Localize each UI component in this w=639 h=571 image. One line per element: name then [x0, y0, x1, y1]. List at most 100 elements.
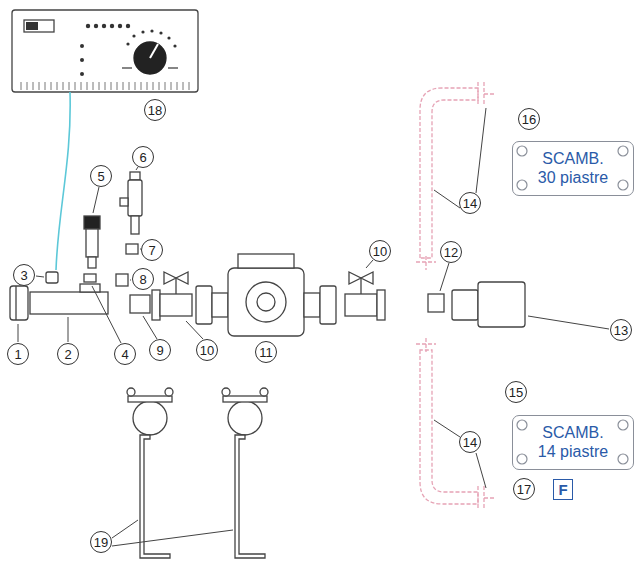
pipe-kit [416, 82, 496, 510]
callout-circle: 16 [518, 108, 540, 130]
pump-union [212, 293, 228, 317]
clamp-bolt [260, 388, 268, 396]
callout-number: 15 [509, 386, 523, 399]
clamp-ring [228, 401, 262, 435]
callout-circle: 5 [90, 165, 112, 187]
clamp-bolt [165, 388, 173, 396]
end-cap [10, 286, 28, 320]
callout-number: 6 [139, 151, 146, 164]
callout-circle: 10 [369, 240, 391, 262]
scale-tick [168, 67, 178, 68]
scale-tick [122, 67, 132, 68]
heat-exchanger-box: SCAMB. 30 piastre [512, 141, 634, 196]
controller [12, 10, 198, 92]
lower-elbow-pipe [420, 350, 478, 504]
callout-number: 2 [64, 348, 71, 361]
callout-number: 5 [97, 170, 104, 183]
filter-tag: F [553, 479, 573, 500]
callout-circle: 8 [132, 268, 154, 290]
callout-number: 7 [148, 244, 155, 257]
callout-circle: 10 [196, 339, 218, 361]
callout-number: 8 [139, 273, 146, 286]
pipe-parts [10, 172, 525, 336]
mounting-hole [618, 180, 628, 190]
valve-handle [164, 272, 188, 284]
flange [478, 486, 496, 510]
callout-circle: 1 [7, 343, 29, 365]
callout-number: 10 [200, 344, 214, 357]
sensor-plug [46, 272, 58, 283]
mounting-hole [517, 454, 527, 464]
valve-cap [130, 172, 140, 180]
ball-valve-body [345, 294, 377, 316]
pump-union [304, 293, 320, 317]
valve-stem [175, 278, 176, 294]
callout-number: 9 [156, 344, 163, 357]
flange [478, 82, 496, 106]
callout-circle: 17 [513, 478, 535, 500]
pump-cap [257, 293, 275, 311]
callout-number: 18 [148, 104, 162, 117]
callout-number: 10 [373, 245, 387, 258]
union [452, 290, 478, 320]
cap-edge [15, 286, 16, 320]
callout-circle: 14 [459, 431, 481, 453]
callout-circle: 11 [255, 341, 277, 363]
valve-handle [349, 272, 373, 284]
callout-circle: 3 [13, 264, 35, 286]
sensor-wire [56, 92, 70, 270]
valve-nut [152, 290, 160, 320]
mounting-hole [517, 420, 527, 430]
box-label: F [558, 481, 567, 498]
reducer [126, 244, 138, 254]
gauge-thread [88, 257, 96, 268]
callout-circle: 19 [90, 531, 112, 553]
wall-brackets [127, 388, 268, 558]
safety-valve-thread [131, 216, 139, 234]
controller-switch-lever [26, 22, 38, 30]
flange [416, 338, 436, 352]
controller-vents [16, 82, 194, 90]
controller-leds [80, 24, 177, 76]
mounting-hole [517, 146, 527, 156]
nipple [84, 274, 96, 282]
callout-circle: 14 [459, 192, 481, 214]
ball-valve-body [160, 294, 192, 316]
callout-number: 19 [94, 536, 108, 549]
callout-circle: 2 [57, 343, 79, 365]
valve-stem [360, 278, 361, 294]
valve-nut [377, 290, 385, 320]
heat-exchanger-box: SCAMB. 14 piastre [512, 415, 634, 470]
clamp-bolt [127, 388, 135, 396]
knob-pointer [150, 44, 158, 58]
callout-circle: 9 [149, 339, 171, 361]
callout-circle: 6 [132, 146, 154, 168]
clamp-ears [223, 396, 267, 402]
callout-circle: 18 [144, 99, 166, 121]
callout-number: 14 [463, 436, 477, 449]
gauge-head [84, 216, 100, 229]
clamp-ears [128, 396, 172, 402]
safety-valve-body [128, 180, 142, 216]
gauge-stem [86, 229, 98, 257]
callout-number: 3 [20, 269, 27, 282]
fitting [116, 274, 128, 286]
pump-union-nut [196, 286, 212, 324]
callout-number: 17 [517, 483, 531, 496]
callout-number: 16 [522, 113, 536, 126]
nipple [130, 295, 150, 313]
clamp-bolt [222, 388, 230, 396]
callout-number: 4 [121, 348, 128, 361]
box-label: SCAMB. 14 piastre [534, 424, 612, 461]
upper-elbow-pipe [420, 88, 478, 258]
box-label: SCAMB. 30 piastre [534, 150, 612, 187]
callout-circle: 12 [440, 241, 462, 263]
mounting-hole [517, 180, 527, 190]
bracket-leg [140, 435, 170, 558]
pump-body [228, 268, 304, 336]
callout-number: 1 [14, 348, 21, 361]
mounting-hole [618, 146, 628, 156]
callout-circle: 4 [114, 343, 136, 365]
